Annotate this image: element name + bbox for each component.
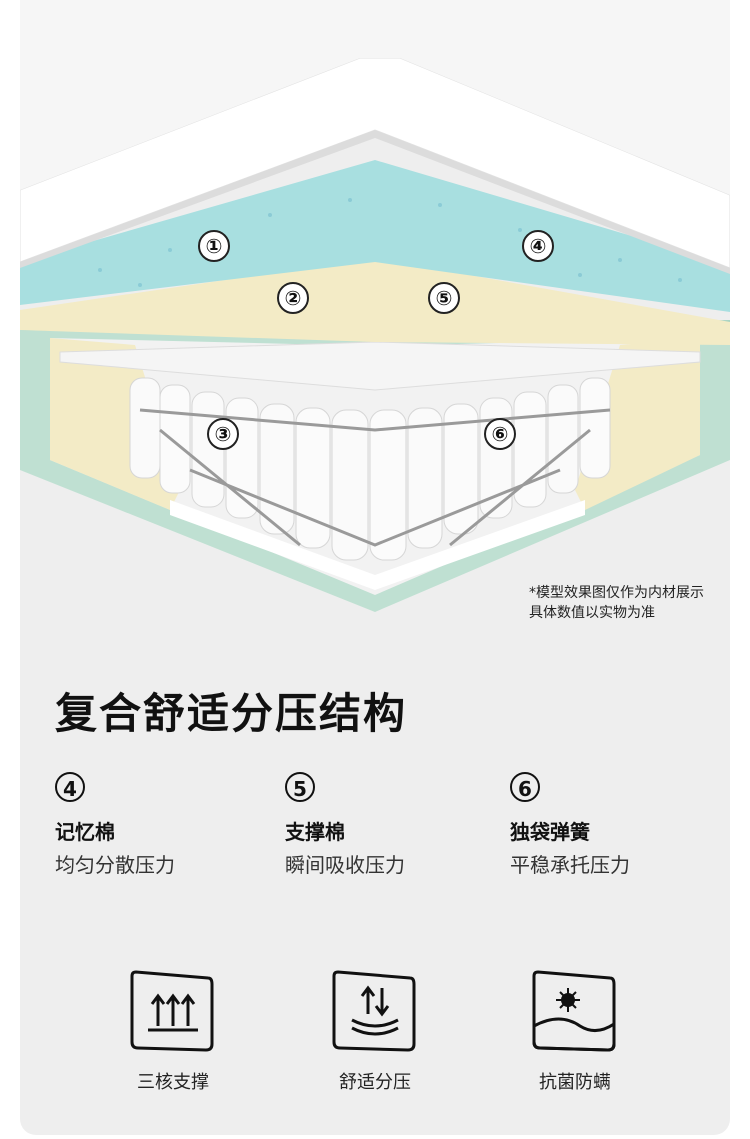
icon-label: 抗菌防螨 [539, 1072, 611, 1093]
feature-name: 支撑棉 [285, 820, 345, 844]
callout-5-label: ⑤ [436, 286, 453, 310]
callout-2-label: ② [285, 286, 302, 310]
page-title: 复合舒适分压结构 [55, 689, 408, 738]
icon-label: 舒适分压 [339, 1072, 411, 1093]
feature-number: 4 [55, 772, 85, 802]
feature-number: 6 [510, 772, 540, 802]
feature-description: 平稳承托压力 [510, 853, 630, 877]
triple-support-arrows-icon [130, 970, 214, 1052]
disclaimer-note: *模型效果图仅作为内材展示 具体数值以实物为准 [529, 583, 704, 623]
callout-1-label: ① [206, 234, 223, 258]
support-foam-layer [20, 258, 730, 345]
callout-3: ③ [207, 418, 239, 450]
feature-number: 5 [285, 772, 315, 802]
feature-description: 均匀分散压力 [55, 853, 175, 877]
callout-1: ① [198, 230, 230, 262]
feature-support-foam: 5 支撑棉 瞬间吸收压力 [285, 772, 485, 878]
memory-foam-layer [20, 160, 730, 312]
product-card: ① ② ③ ④ ⑤ ⑥ *模型效果图仅作为内材展示 具体数值以实物为准 复合舒适… [20, 0, 730, 1135]
feature-name: 独袋弹簧 [510, 820, 590, 844]
callout-3-label: ③ [215, 422, 232, 446]
pocket-springs [129, 377, 611, 561]
icon-item-pressure: 舒适分压 [305, 964, 445, 1094]
icon-item-antibacterial: 抗菌防螨 [505, 964, 645, 1094]
disclaimer-line-2: 具体数值以实物为准 [529, 605, 655, 621]
feature-memory-foam: 4 记忆棉 均匀分散压力 [55, 772, 255, 878]
antibacterial-mite-icon [532, 970, 616, 1052]
icon-label: 三核支撑 [137, 1072, 209, 1093]
feature-name: 记忆棉 [55, 820, 115, 844]
callout-4: ④ [522, 230, 554, 262]
bottom-pad [170, 500, 585, 590]
icon-item-support: 三核支撑 [103, 964, 243, 1094]
callout-4-label: ④ [530, 234, 547, 258]
mattress-cross-section-illustration: ① ② ③ ④ ⑤ ⑥ [20, 0, 730, 612]
feature-pocket-springs: 6 独袋弹簧 平稳承托压力 [510, 772, 710, 878]
callout-6: ⑥ [484, 418, 516, 450]
callout-2: ② [277, 282, 309, 314]
steel-frame-wire [139, 408, 611, 547]
disclaimer-line-1: *模型效果图仅作为内材展示 [529, 585, 704, 601]
callout-5: ⑤ [428, 282, 460, 314]
callout-6-label: ⑥ [492, 422, 509, 446]
feature-description: 瞬间吸收压力 [285, 853, 405, 877]
pressure-distribution-icon [332, 970, 416, 1052]
